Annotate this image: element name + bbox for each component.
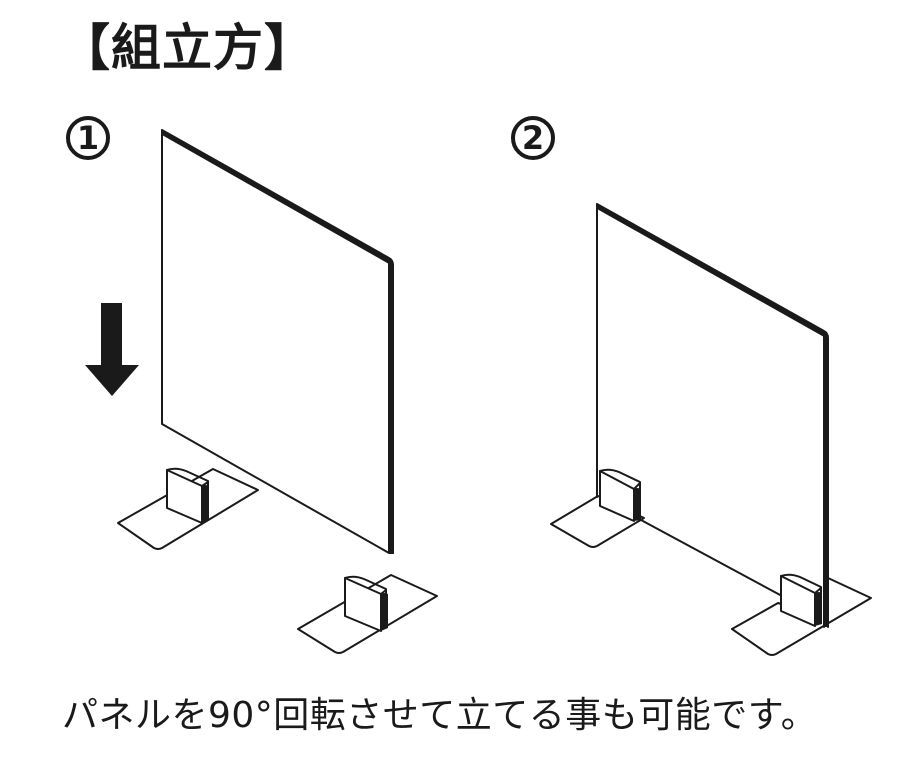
- panel-step-1: [161, 129, 394, 554]
- step-1-badge: 1: [66, 116, 110, 160]
- assembly-caption: パネルを90°回転させて立てる事も可能です。: [62, 695, 818, 736]
- rear-foot-step-2: [550, 468, 645, 548]
- page-title: 【組立方】: [60, 19, 315, 77]
- down-arrow-icon: [85, 303, 139, 396]
- right-foot-step-1: [297, 574, 438, 654]
- panel-step-2: [596, 203, 829, 628]
- step-2-number: 2: [521, 119, 545, 157]
- step-1-illustration: [85, 129, 438, 654]
- step-2-illustration: [550, 203, 872, 656]
- step-1-number: 1: [76, 119, 100, 157]
- left-foot-step-1: [117, 467, 259, 550]
- step-2-badge: 2: [511, 116, 555, 160]
- front-foot-step-2: [731, 573, 872, 656]
